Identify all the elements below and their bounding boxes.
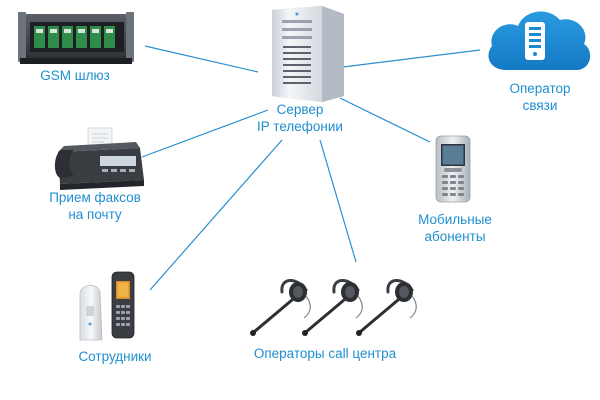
connection-links: [141, 45, 481, 291]
fax-label-line-1: Прием факсов: [49, 190, 141, 205]
cloud-icon: [488, 11, 591, 71]
mobile-label-line-2: абоненты: [424, 229, 486, 244]
call-center-label: Операторы call центра: [215, 345, 435, 362]
mobile-phone-icon: [435, 135, 471, 203]
link-fax: [141, 109, 269, 158]
operator-label-line-2: связи: [522, 98, 558, 113]
dect-phone-icon: [79, 271, 135, 341]
gsm-gateway-icon: [18, 12, 134, 64]
headset-icon-1: [250, 279, 311, 336]
fax-label: Прием факсов на почту: [20, 189, 170, 223]
mobile-label: Мобильные абоненты: [395, 211, 515, 245]
operator-label: Оператор связи: [480, 80, 600, 114]
server-icon: [272, 6, 344, 102]
link-mobile: [339, 97, 431, 143]
gsm-gateway-label-line: GSM шлюз: [40, 68, 110, 83]
staff-label-line: Сотрудники: [78, 349, 152, 364]
link-staff: [149, 139, 283, 291]
server-label: Сервер IP телефонии: [230, 101, 370, 135]
mobile-label-line-1: Мобильные: [418, 212, 492, 227]
link-gsm: [144, 45, 259, 73]
server-label-line-2: IP телефонии: [257, 119, 343, 134]
headset-icon-3: [356, 279, 417, 336]
fax-label-line-2: на почту: [68, 207, 122, 222]
call-center-label-line: Операторы call центра: [253, 346, 397, 361]
operator-label-line-1: Оператор: [509, 81, 571, 96]
link-callcenter: [319, 139, 357, 263]
headset-icon-2: [302, 279, 363, 336]
staff-label: Сотрудники: [40, 348, 190, 365]
fax-icon: [54, 127, 144, 190]
gsm-gateway-label: GSM шлюз: [0, 67, 150, 84]
server-label-line-1: Сервер: [276, 102, 324, 117]
link-operator: [342, 49, 481, 68]
